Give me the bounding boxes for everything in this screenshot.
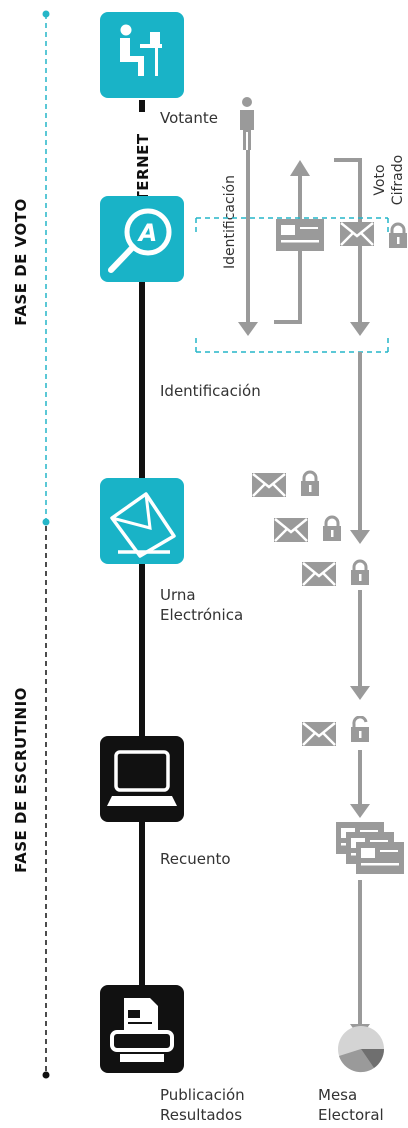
- publicacion-label-line1: Publicación: [160, 1086, 245, 1104]
- identification-arrow: [238, 150, 258, 336]
- lock-icon: [322, 515, 342, 541]
- svg-text:A: A: [137, 219, 158, 247]
- unlocked-icon: [350, 716, 370, 742]
- urna-stage-icon: [100, 478, 184, 564]
- votante-label: Votante: [160, 109, 218, 127]
- envelope-icon: [340, 222, 374, 246]
- urna-label-line2: Electrónica: [160, 606, 243, 624]
- mesa-label-line2: Electoral: [318, 1106, 384, 1124]
- lock-icon: [350, 559, 370, 585]
- mesa-label-line1: Mesa: [318, 1086, 357, 1104]
- documents-icon: [336, 822, 404, 874]
- urna-label-line1: Urna: [160, 586, 196, 604]
- voto-cifrado-label-line1: Voto: [372, 164, 388, 195]
- encrypted-vote-arrow: [334, 158, 362, 322]
- identification-server-box: [195, 217, 389, 353]
- phase-escrutinio-label: FASE DE ESCRUTINIO: [12, 687, 30, 873]
- phase-timeline: [42, 10, 50, 1079]
- envelope-icon: [274, 518, 308, 542]
- person-icon: [240, 97, 254, 150]
- phase-split-dot: [42, 518, 50, 526]
- voto-cifrado-label-line2: Cifrado: [390, 155, 406, 205]
- id-card-icon: [276, 219, 324, 251]
- lock-icon: [300, 470, 320, 496]
- envelope-icon: [302, 722, 336, 746]
- identificacion-stage-icon: A: [100, 196, 184, 282]
- publicacion-stage-icon: [100, 985, 184, 1073]
- phase-voto-label: FASE DE VOTO: [12, 198, 30, 325]
- pie-chart-icon: [338, 1026, 385, 1073]
- recuento-label: Recuento: [160, 850, 231, 868]
- votante-stage-icon: [100, 12, 184, 98]
- identificacion-arrow-label: Identificación: [222, 175, 238, 269]
- recuento-stage-icon: [100, 736, 184, 822]
- identificacion-stage-label: Identificación: [160, 382, 261, 400]
- envelope-icon: [252, 473, 286, 497]
- phase-start-dot: [42, 10, 50, 18]
- publicacion-label-line2: Resultados: [160, 1106, 242, 1124]
- lock-icon: [388, 222, 408, 248]
- phase-end-dot: [42, 1071, 50, 1079]
- envelope-icon: [302, 562, 336, 586]
